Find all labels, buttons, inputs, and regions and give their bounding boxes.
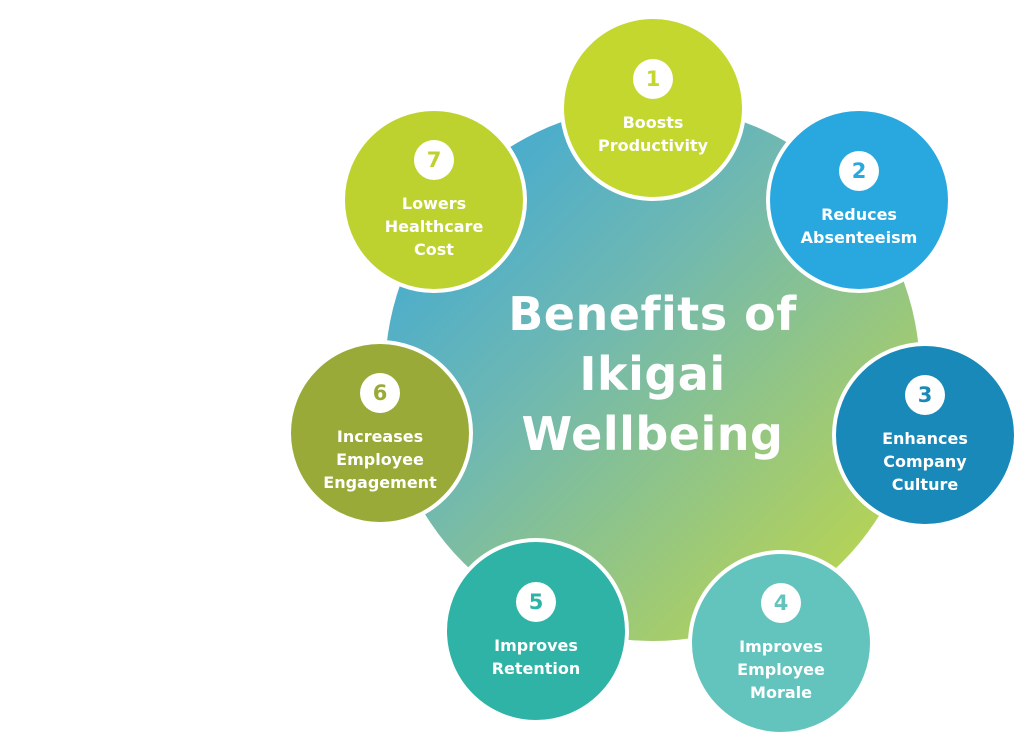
benefit-label: Improves Retention [491, 636, 581, 678]
benefit-label: Increases Employee Engagement [323, 426, 437, 492]
benefit-label: Lowers Healthcare Cost [384, 193, 484, 259]
benefit-node-3: 3 Enhances Company Culture [832, 342, 1018, 528]
benefit-label: Reduces Absenteeism [800, 205, 918, 247]
benefit-label: Boosts Productivity [597, 113, 709, 155]
number-badge: 1 [633, 59, 673, 99]
benefit-node-4: 4 Improves Employee Morale [688, 550, 874, 736]
benefit-node-7: 7 Lowers Healthcare Cost [341, 107, 527, 293]
diagram-title: Benefits of Ikigai Wellbeing [508, 286, 797, 461]
number-badge: 5 [516, 582, 556, 622]
number-badge: 2 [839, 151, 879, 191]
benefit-node-2: 2 Reduces Absenteeism [766, 107, 952, 293]
number-badge: 3 [905, 374, 945, 415]
number-badge: 6 [360, 372, 400, 413]
benefit-label: Enhances Company Culture [882, 428, 968, 494]
number-badge: 4 [761, 582, 801, 623]
benefit-node-1: 1 Boosts Productivity [560, 15, 746, 201]
benefit-label: Improves Employee Morale [737, 636, 825, 702]
benefit-node-6: 6 Increases Employee Engagement [287, 340, 473, 526]
benefit-node-5: 5 Improves Retention [443, 538, 629, 724]
number-badge: 7 [414, 139, 454, 180]
